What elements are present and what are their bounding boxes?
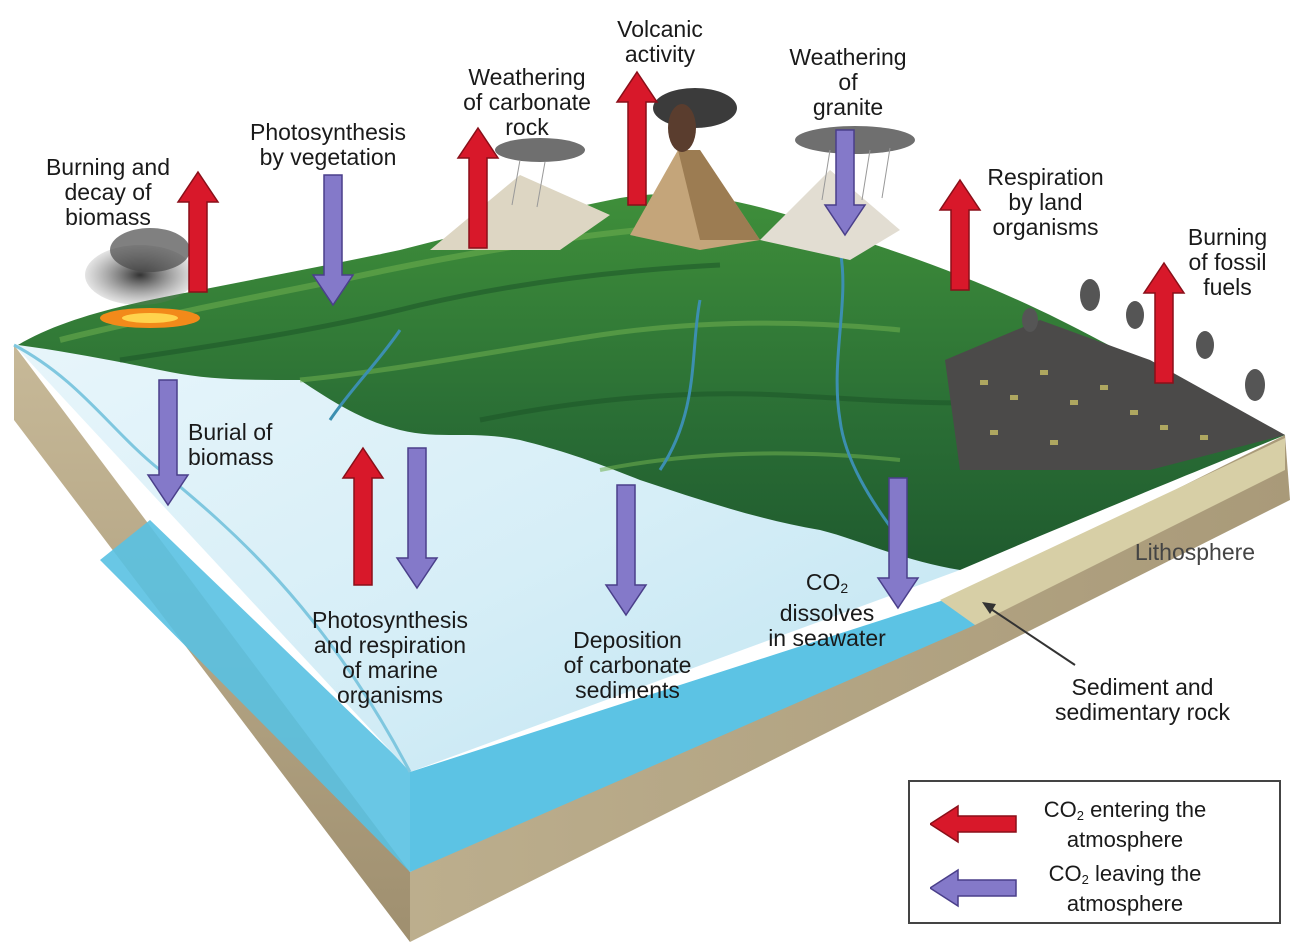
city xyxy=(945,320,1285,470)
seawater-left-face xyxy=(100,520,410,872)
label-line: of fossil xyxy=(1188,249,1267,275)
co2-subscript: 2 xyxy=(1076,808,1084,823)
label-burial-biomass: Burial of biomass xyxy=(188,420,308,470)
legend-leaving-text: CO2 leaving the atmosphere xyxy=(1020,862,1230,916)
co2-text: CO xyxy=(1043,797,1077,822)
co2-subscript: 2 xyxy=(840,580,849,596)
arrow-burial-biomass-icon xyxy=(146,379,190,507)
red-arrow-icon xyxy=(930,804,1017,844)
ocean-surface xyxy=(14,300,960,772)
label-line: Weathering xyxy=(468,64,586,90)
arrow-marine-up-icon xyxy=(341,446,385,586)
label-line: activity xyxy=(624,41,696,67)
arrow-marine-down-icon xyxy=(395,447,439,590)
label-deposition-carbonate: Deposition of carbonate sediments xyxy=(540,628,715,703)
legend: CO2 entering the atmosphere CO2 leaving … xyxy=(908,780,1281,924)
legend-entering-text: CO2 entering the atmosphere xyxy=(1020,798,1230,852)
label-line: in seawater xyxy=(768,625,886,651)
sediment-pointer xyxy=(984,604,1076,666)
legend-line: atmosphere xyxy=(1066,891,1184,916)
label-line: Burning xyxy=(1187,224,1268,250)
legend-leaving: CO2 leaving the atmosphere xyxy=(910,858,1279,918)
arrow-burning-fossil-icon xyxy=(1142,261,1186,384)
label-line: sediments xyxy=(575,677,680,703)
arrow-co2-dissolves-icon xyxy=(876,477,920,610)
label-line: organisms xyxy=(992,214,1099,240)
legend-entering: CO2 entering the atmosphere xyxy=(910,794,1279,854)
label-line: Sediment and xyxy=(1071,674,1214,700)
arrow-photosynthesis-vegetation-icon xyxy=(311,174,355,307)
label-line: decay of xyxy=(64,179,152,205)
legend-line: atmosphere xyxy=(1066,827,1184,852)
label-weathering-granite: Weathering of granite xyxy=(768,45,928,120)
arrow-burning-biomass-icon xyxy=(176,170,220,293)
label-line: of marine xyxy=(342,657,438,683)
label-line: rock xyxy=(505,114,549,140)
label-line: by vegetation xyxy=(259,144,397,170)
mountain-right xyxy=(760,170,900,260)
label-line: CO2 xyxy=(752,570,902,601)
seawater-front-face xyxy=(410,598,975,872)
label-burning-fossil-fuels: Burning of fossil fuels xyxy=(1165,225,1290,300)
label-burning-decay-biomass: Burning and decay of biomass xyxy=(28,155,188,230)
label-line: sedimentary rock xyxy=(1054,699,1231,725)
rain-cloud-left xyxy=(495,138,585,162)
label-line: biomass xyxy=(188,444,274,470)
label-line: Burial of xyxy=(188,419,273,445)
arrow-volcanic-icon xyxy=(615,70,659,206)
label-line: granite xyxy=(812,94,884,120)
label-co2-dissolves: CO2 dissolves in seawater xyxy=(752,570,902,651)
label-line: biomass xyxy=(65,204,151,230)
rain-cloud-right xyxy=(795,126,915,154)
sediment-pointer-head xyxy=(982,602,996,614)
label-line: Volcanic xyxy=(617,16,703,42)
volcanic-plume-2 xyxy=(668,104,696,152)
label-line: and respiration xyxy=(313,632,467,658)
arrow-weathering-granite-icon xyxy=(823,129,867,237)
city-windows xyxy=(980,370,1208,445)
label-line: Lithosphere xyxy=(1134,539,1256,565)
label-line: of carbonate xyxy=(563,652,692,678)
arrow-respiration-land-icon xyxy=(938,178,982,291)
label-sediment: Sediment and sedimentary rock xyxy=(1035,675,1250,725)
legend-line: leaving the xyxy=(1088,861,1202,886)
label-respiration-land: Respiration by land organisms xyxy=(968,165,1123,240)
co2-text: CO xyxy=(805,569,841,595)
label-line: Photosynthesis xyxy=(250,119,406,145)
volcano-shade xyxy=(678,150,760,240)
label-line: Photosynthesis xyxy=(312,607,468,633)
label-lithosphere: Lithosphere xyxy=(1120,540,1270,565)
label-line: organisms xyxy=(336,682,444,708)
arrow-deposition-icon xyxy=(604,484,648,617)
label-line: dissolves xyxy=(779,600,875,626)
label-line: of xyxy=(838,69,858,95)
arrow-weathering-carbonate-icon xyxy=(456,126,500,249)
label-line: of carbonate xyxy=(463,89,591,115)
co2-text: CO xyxy=(1048,861,1082,886)
biomass-fire-core xyxy=(122,313,178,323)
label-line: by land xyxy=(1008,189,1083,215)
label-weathering-carbonate: Weathering of carbonate rock xyxy=(442,65,612,140)
rivers xyxy=(328,249,902,541)
label-line: Weathering xyxy=(789,44,907,70)
label-line: Deposition xyxy=(573,627,682,653)
label-line: Respiration xyxy=(987,164,1104,190)
label-photosynthesis-marine: Photosynthesis and respiration of marine… xyxy=(290,608,490,708)
legend-line: entering the xyxy=(1083,797,1207,822)
label-line: Burning and xyxy=(45,154,171,180)
label-line: fuels xyxy=(1203,274,1252,300)
city-smokestacks xyxy=(1022,279,1265,401)
biomass-smoke-2 xyxy=(110,228,190,272)
purple-arrow-icon xyxy=(930,868,1017,908)
sediment-layer xyxy=(940,438,1285,625)
label-photosynthesis-vegetation: Photosynthesis by vegetation xyxy=(228,120,428,170)
co2-subscript: 2 xyxy=(1081,872,1089,887)
label-volcanic-activity: Volcanic activity xyxy=(600,17,720,67)
